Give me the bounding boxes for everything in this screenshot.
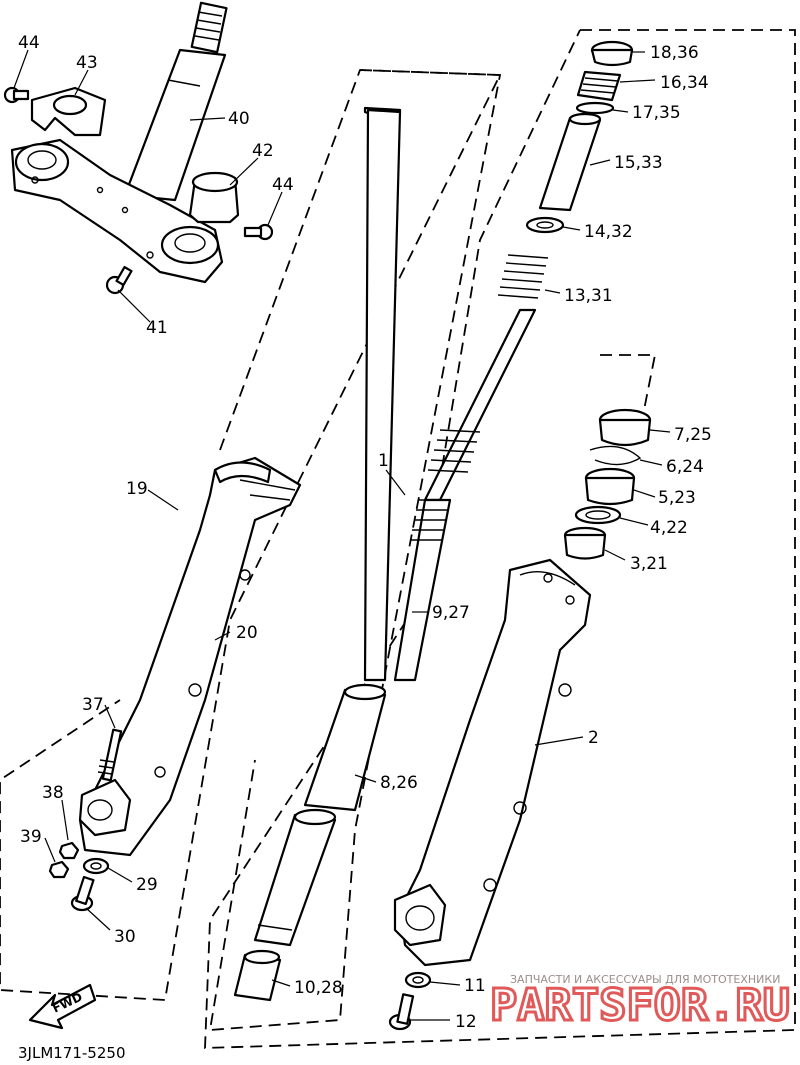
callout-label: 13,31 [564,286,613,306]
washer-29 [82,857,110,875]
callout-label: 4,22 [650,518,688,538]
watermark-caption: ЗАПЧАСТИ И АКСЕССУАРЫ ДЛЯ МОТОТЕХНИКИ [510,973,780,986]
callout-label: 1 [378,451,389,471]
cap-bolt-18-36 [590,40,634,67]
callout-label: 39 [20,827,42,847]
lower-triple-clamp [10,138,224,284]
callout-label: 6,24 [666,457,704,477]
callout-label: 12 [455,1012,477,1032]
bolt-37 [97,728,123,782]
diagram-code: 3JLM171-5250 [18,1044,125,1062]
callout-label: 40 [228,109,250,129]
callout-label: 14,32 [584,222,633,242]
callout-label: 38 [42,783,64,803]
guide-sleeve-8-26 [303,683,387,812]
callout-labels: 44 43 40 42 44 41 18,36 16,34 17,35 15,3… [18,33,712,1032]
leader-lines [13,49,671,1021]
callout-label: 42 [252,141,274,161]
callout-label: 19 [126,479,148,499]
callout-label: 43 [76,53,98,73]
callout-label: 44 [272,175,294,195]
clamp-block [188,171,240,224]
bolt-41 [105,265,133,295]
callout-label: 37 [82,695,104,715]
callout-label: 7,25 [674,425,712,445]
forward-arrow-icon: FWD [28,983,97,1030]
callout-label: 11 [464,976,486,996]
axle-clamp-right [393,883,447,947]
o-ring-17-35 [575,101,615,115]
callout-label: 44 [18,33,40,53]
callout-label: 18,36 [650,43,699,63]
clip-6-24 [589,445,642,466]
callout-label: 9,27 [432,603,470,623]
callout-label: 2 [588,728,599,748]
bolt-44-right [243,223,274,241]
fork-spring [497,254,549,299]
bushing-3-21 [563,526,607,560]
bolt-30 [70,875,95,912]
oil-lock-piece [233,949,282,1002]
callout-label: 20 [236,623,258,643]
callout-label: 15,33 [614,153,663,173]
callout-label: 29 [136,875,158,895]
watermark-logo: PARTSFOR.RU [490,980,790,1031]
center-tube-group-outline [208,69,502,1031]
partsfor-watermark: ЗАПЧАСТИ И АКСЕССУАРЫ ДЛЯ МОТОТЕХНИКИ PA… [489,973,792,1033]
plug-16-34 [576,70,622,102]
washer-11 [404,971,432,989]
left-outer-tube [78,456,302,857]
callout-label: 10,28 [294,978,343,998]
bolt-44-top [3,86,30,104]
nut-39 [48,860,70,879]
bolt-12 [388,993,415,1031]
spacer-15-33 [538,112,602,212]
callout-label: 41 [146,318,168,338]
steering-stem [123,1,228,202]
oil-seal-5-23 [584,467,636,506]
callout-label: 5,23 [658,488,696,508]
damper-rod [393,308,537,682]
washer-4-22 [574,505,622,525]
callout-label: 16,34 [660,73,709,93]
axle-clamp-left [78,778,132,837]
nut-38 [58,841,80,860]
callout-label: 17,35 [632,103,681,123]
inner-tube [363,106,402,682]
washer-14-32 [525,216,565,234]
callout-label: 3,21 [630,554,668,574]
guide-sleeve-lower [253,808,337,947]
dust-seal-7-25 [598,408,652,447]
handlebar-holder [30,86,107,137]
callout-label: 8,26 [380,773,418,793]
right-outer-tube [398,558,592,967]
damper-parts-outline [600,354,657,431]
right-fork-group-outline [204,29,796,1049]
callout-label: 30 [114,927,136,947]
